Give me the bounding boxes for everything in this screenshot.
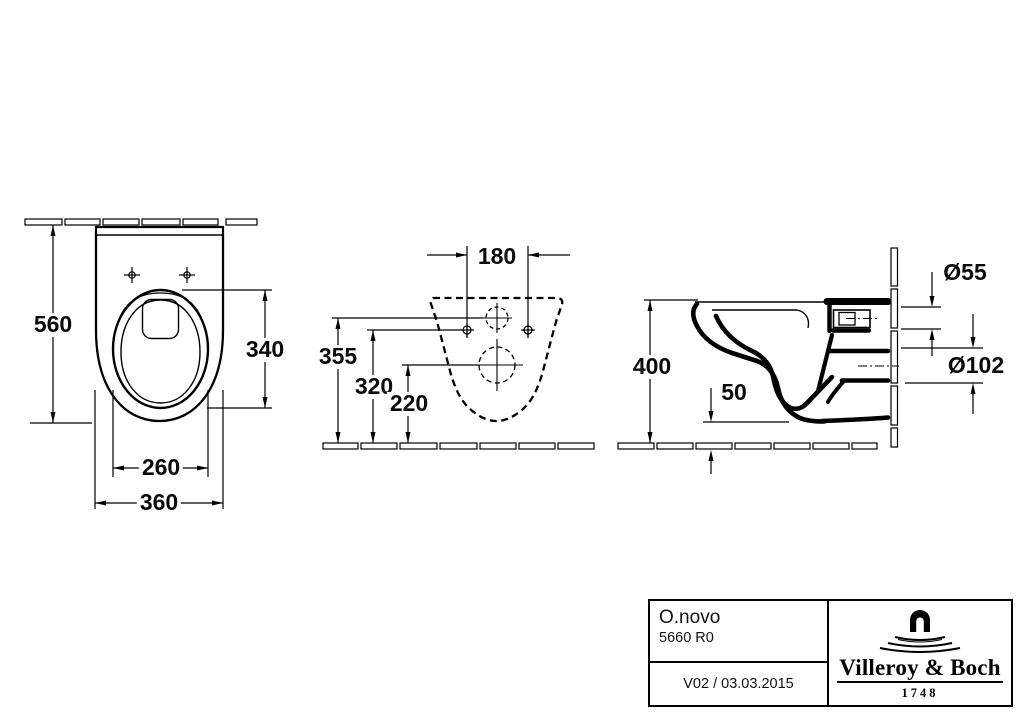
wall-hatch-top-view xyxy=(24,218,258,226)
brand-name: Villeroy & Boch xyxy=(837,656,1003,683)
dim-label-180: 180 xyxy=(474,244,520,269)
revision-date: V02 / 03.03.2015 xyxy=(683,676,794,692)
dim-label-560: 560 xyxy=(30,312,76,337)
dim-label-320: 320 xyxy=(351,374,397,399)
wall-hatch-side-view xyxy=(890,247,899,448)
top-view-arrows xyxy=(50,225,268,506)
title-block-info: O.novo 5660 R0 V02 / 03.03.2015 xyxy=(650,601,829,705)
dim-label-340: 340 xyxy=(242,337,288,362)
dim-label-50: 50 xyxy=(718,380,750,405)
brand-year: 1748 xyxy=(901,685,939,700)
bowl-section-profile xyxy=(690,298,892,424)
rear-view xyxy=(322,246,595,450)
top-view xyxy=(24,218,272,509)
brand-cell: Villeroy & Boch 1748 xyxy=(829,601,1011,705)
dim-label-400: 400 xyxy=(629,354,675,379)
floor-hatch-side-view xyxy=(617,442,878,450)
floor-hatch-rear-view xyxy=(322,442,595,450)
dim-label-220: 220 xyxy=(386,391,432,416)
dim-label-260: 260 xyxy=(138,455,184,480)
product-name: O.novo xyxy=(659,607,721,628)
dim-label-d102: Ø102 xyxy=(944,353,1008,378)
side-view-arrows xyxy=(647,296,976,461)
side-view-dimension-lines xyxy=(644,272,983,474)
title-block: O.novo 5660 R0 V02 / 03.03.2015 Villeroy… xyxy=(648,599,1013,707)
rear-view-arrows xyxy=(335,252,539,443)
product-cell: O.novo 5660 R0 xyxy=(650,601,827,663)
dim-label-355: 355 xyxy=(315,344,361,369)
rear-view-dimension-lines xyxy=(332,246,570,443)
side-view xyxy=(617,247,983,474)
dim-label-360: 360 xyxy=(136,490,182,515)
villeroy-boch-well-icon xyxy=(879,609,961,653)
dim-label-d55: Ø55 xyxy=(940,260,990,285)
product-code: 5660 R0 xyxy=(659,629,714,646)
seat-hole-markers xyxy=(124,267,195,283)
